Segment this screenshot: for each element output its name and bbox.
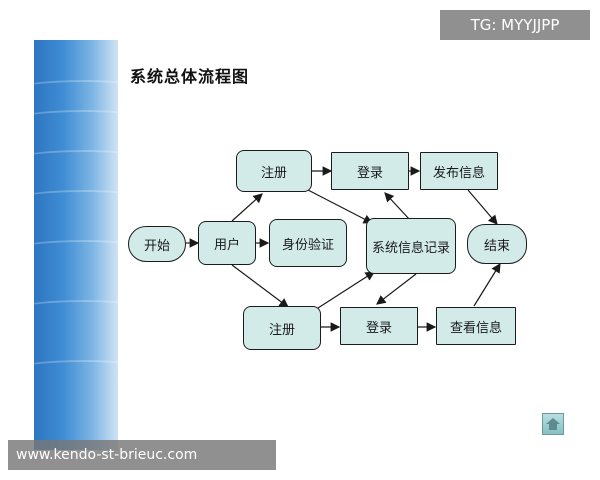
band-wave bbox=[34, 80, 118, 100]
edge-user-register-top bbox=[231, 193, 263, 222]
edge-record-login-bottom bbox=[376, 273, 417, 305]
home-icon bbox=[546, 418, 560, 430]
edge-user-register-bottom bbox=[231, 264, 289, 308]
band-wave bbox=[34, 150, 118, 170]
edge-view-end bbox=[473, 262, 501, 307]
node-view-info: 查看信息 bbox=[436, 307, 516, 345]
node-identity-verify: 身份验证 bbox=[269, 219, 347, 267]
band-wave bbox=[34, 110, 118, 130]
band-wave bbox=[34, 300, 118, 320]
edge-register-record bbox=[307, 189, 374, 224]
slide-title: 系统总体流程图 bbox=[130, 67, 250, 86]
node-system-record: 系统信息记录 bbox=[366, 218, 456, 274]
node-register-top: 注册 bbox=[236, 150, 312, 192]
band-wave bbox=[34, 360, 118, 380]
node-login-bottom: 登录 bbox=[340, 307, 418, 345]
node-user: 用户 bbox=[198, 221, 256, 265]
home-button[interactable] bbox=[542, 413, 564, 435]
node-register-bottom: 注册 bbox=[243, 306, 321, 350]
node-end: 结束 bbox=[467, 224, 527, 264]
watermark-tag-top: TG: MYYJJPP bbox=[440, 10, 590, 40]
decorative-side-band bbox=[34, 40, 118, 450]
band-wave bbox=[34, 190, 118, 210]
edge-publish-end bbox=[467, 189, 498, 225]
band-wave bbox=[34, 240, 118, 260]
node-login-top: 登录 bbox=[331, 152, 409, 190]
node-start: 开始 bbox=[128, 226, 186, 262]
edge-record-login-top bbox=[384, 192, 411, 221]
watermark-tag-bottom: www.kendo-st-brieuc.com bbox=[8, 440, 276, 470]
edge-register-bottom-record bbox=[317, 271, 376, 309]
node-publish-info: 发布信息 bbox=[420, 152, 498, 190]
